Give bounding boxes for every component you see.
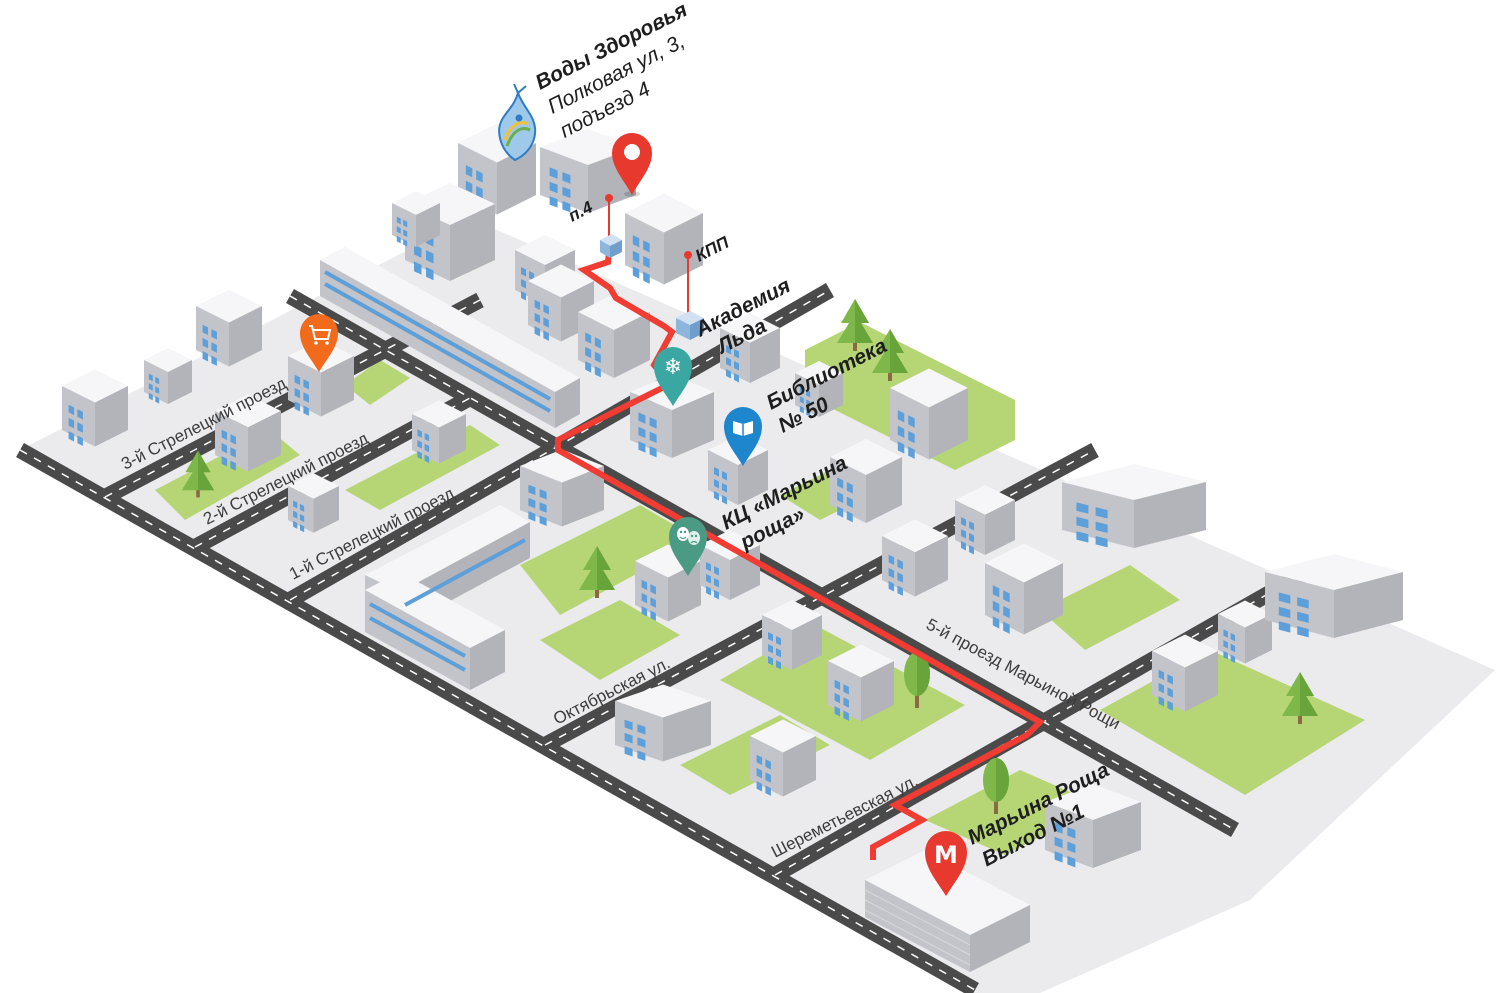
ice-academy-pin[interactable]: ❄ [654,347,692,406]
shop-pin[interactable] [300,314,338,372]
checkpoint-marker[interactable] [676,251,704,340]
library-pin[interactable] [724,407,762,466]
shopping-cart-icon [309,325,332,345]
trees [181,299,1318,814]
culture-centre-pin[interactable] [669,517,707,576]
book-icon [733,421,753,436]
entrance-marker[interactable] [600,194,622,258]
metro-pin[interactable]: M [925,831,967,896]
metro-icon: M [934,841,958,869]
water-drop-logo [498,83,537,162]
location-pin-icon[interactable] [612,133,652,197]
theater-masks-icon [677,527,700,545]
snowflake-icon: ❄ [664,355,682,380]
